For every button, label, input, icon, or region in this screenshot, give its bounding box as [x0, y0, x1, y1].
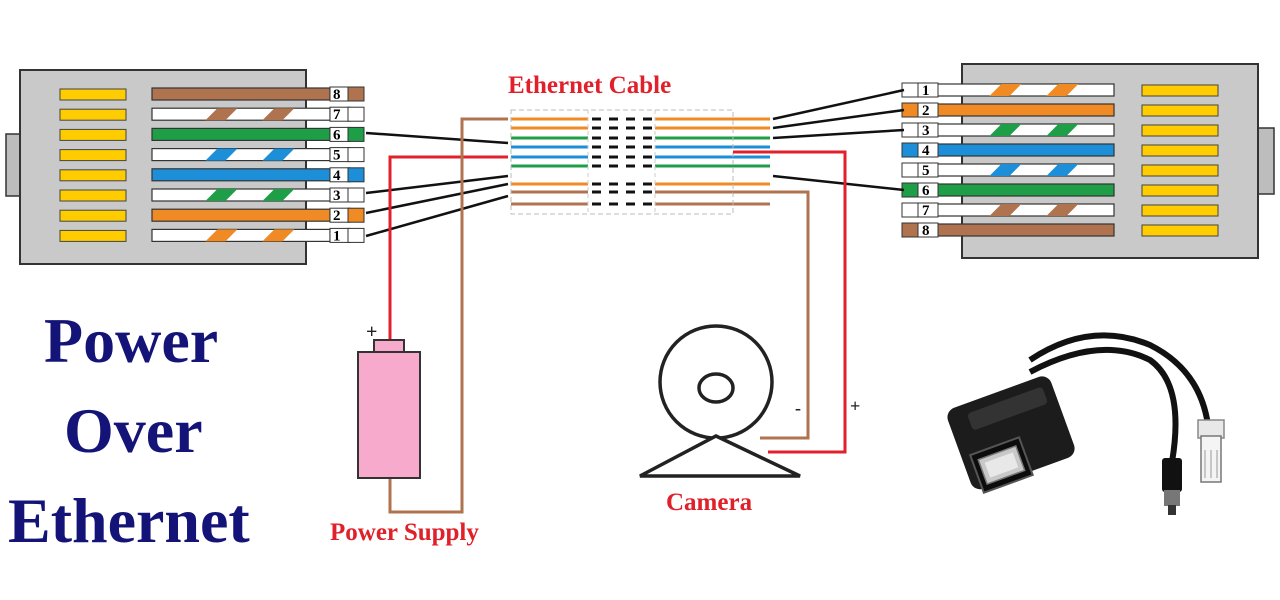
left-pin-number: 6 — [333, 127, 341, 143]
left-pin-tab: 2 — [329, 207, 365, 224]
title-line-3: Ethernet — [8, 485, 250, 556]
left-gold-contact — [59, 229, 127, 242]
camera-minus-sign: - — [795, 398, 801, 418]
left-pin-tab: 6 — [329, 126, 365, 143]
right-rj45-connector — [935, 63, 1275, 259]
left-pin-number: 3 — [333, 188, 341, 204]
left-gold-contact — [59, 88, 127, 101]
power-supply-battery: + — [357, 321, 421, 479]
power-supply-label: Power Supply — [330, 519, 479, 546]
right-wire-8 — [935, 223, 1115, 237]
right-pin-labels: 1 2 3 4 5 6 7 8 — [901, 82, 939, 239]
right-pin-tab: 6 — [901, 182, 939, 199]
right-wire-4 — [935, 143, 1115, 157]
ethernet-cable-label: Ethernet Cable — [508, 72, 671, 99]
right-pin-number: 5 — [922, 163, 930, 179]
right-wire-6 — [935, 183, 1115, 197]
left-wire-3 — [151, 188, 331, 202]
left-link-line — [365, 182, 509, 215]
left-pin-tab: 1 — [329, 227, 365, 244]
left-wire-8 — [151, 87, 331, 101]
right-link-line — [772, 108, 905, 130]
camera-label: Camera — [666, 489, 753, 516]
ethernet-cable-body — [510, 109, 770, 215]
left-rj45-connector — [5, 69, 331, 265]
left-pin-number: 5 — [333, 148, 341, 164]
right-pin-number: 4 — [922, 143, 930, 159]
right-pin-tab: 1 — [901, 82, 939, 99]
battery-plus-sign: + — [366, 321, 377, 343]
left-wire-4 — [151, 168, 331, 182]
left-pin-number: 1 — [333, 228, 341, 244]
right-gold-contact — [1141, 104, 1219, 117]
right-gold-contact — [1141, 144, 1219, 157]
right-wire-7 — [935, 203, 1115, 217]
left-link-line — [365, 194, 509, 238]
right-pin-tab: 7 — [901, 202, 939, 219]
camera-plus-sign: + — [850, 396, 860, 416]
right-gold-contact — [1141, 204, 1219, 217]
right-pin-tab: 8 — [901, 222, 939, 239]
left-gold-contact — [59, 169, 127, 182]
right-pin-tab: 3 — [901, 122, 939, 139]
left-gold-contact — [59, 189, 127, 202]
right-pin-number: 3 — [922, 123, 930, 139]
right-wire-3 — [935, 123, 1115, 137]
left-link-line — [365, 174, 509, 195]
left-wire-7 — [151, 107, 331, 121]
left-gold-contact — [59, 149, 127, 162]
left-pin-tab: 8 — [329, 86, 365, 103]
right-link-line — [772, 174, 905, 192]
left-pin-number: 8 — [333, 87, 341, 103]
right-wire-2 — [935, 103, 1115, 117]
left-pin-labels: 8 7 6 5 4 3 2 1 — [329, 86, 365, 244]
right-pin-number: 7 — [922, 203, 930, 219]
right-pin-number: 8 — [922, 223, 930, 239]
title-line-2: Over — [64, 395, 203, 466]
camera-device: - + — [639, 324, 860, 478]
left-wire-6 — [151, 127, 331, 141]
left-pin-tab: 4 — [329, 167, 365, 184]
right-pin-tab: 2 — [901, 102, 939, 119]
right-pin-number: 6 — [922, 183, 930, 199]
left-wire-2 — [151, 208, 331, 222]
left-pin-tab: 5 — [329, 147, 365, 164]
right-gold-contact — [1141, 124, 1219, 137]
left-gold-contact — [59, 108, 127, 121]
left-link-line — [365, 131, 509, 145]
right-gold-contact — [1141, 84, 1219, 97]
right-pin-number: 2 — [922, 103, 930, 119]
right-gold-contact — [1141, 184, 1219, 197]
right-pin-tab: 5 — [901, 162, 939, 179]
right-wire-1 — [935, 83, 1115, 97]
right-link-line — [772, 88, 905, 121]
right-gold-contact — [1141, 224, 1219, 237]
left-pin-number: 7 — [333, 107, 341, 123]
poe-splitter-photo — [947, 332, 1225, 515]
left-pin-tab: 3 — [329, 187, 365, 204]
left-gold-contact — [59, 209, 127, 222]
left-pin-number: 4 — [333, 168, 341, 184]
right-pin-tab: 4 — [901, 142, 939, 159]
right-link-line — [772, 128, 905, 140]
left-pin-number: 2 — [333, 208, 341, 224]
right-pin-number: 1 — [922, 83, 930, 99]
right-wire-5 — [935, 163, 1115, 177]
title-line-1: Power — [44, 305, 218, 376]
power-wiring — [388, 117, 847, 514]
left-gold-contact — [59, 128, 127, 141]
left-wire-1 — [151, 228, 331, 242]
left-pin-tab: 7 — [329, 106, 365, 123]
right-gold-contact — [1141, 164, 1219, 177]
left-wire-5 — [151, 148, 331, 162]
